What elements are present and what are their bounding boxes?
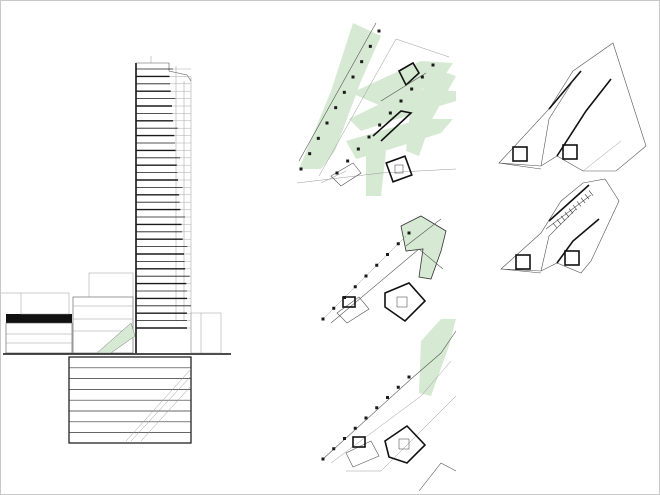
podium-middle: [72, 296, 134, 354]
column-marker: [353, 426, 357, 430]
column-marker: [367, 135, 371, 139]
column-marker: [364, 274, 368, 278]
column-marker: [377, 29, 381, 33]
column-marker: [386, 253, 389, 256]
column-marker: [334, 106, 338, 110]
column-marker: [342, 90, 346, 94]
site-plan-middle: [321, 215, 447, 324]
column-marker: [332, 306, 336, 310]
site-plan-top: [296, 22, 457, 196]
column-marker: [399, 99, 403, 103]
column-marker: [378, 123, 382, 127]
column-marker: [407, 231, 411, 235]
basement: [68, 356, 192, 444]
column-marker: [353, 285, 357, 289]
column-marker: [375, 406, 379, 410]
floor-plan-lower: [500, 178, 620, 274]
column-marker: [308, 152, 312, 156]
column-marker: [356, 147, 360, 151]
column-marker: [386, 396, 389, 399]
podium-right: [190, 312, 222, 354]
column-marker: [420, 75, 424, 79]
column-marker: [316, 136, 320, 140]
column-marker: [335, 171, 339, 175]
column-marker: [343, 437, 346, 440]
column-marker: [375, 263, 379, 267]
tower-section: [1, 56, 231, 444]
column-marker: [410, 87, 414, 91]
site-plan-bottom: [321, 319, 457, 492]
column-marker: [346, 159, 350, 163]
column-marker: [321, 317, 325, 321]
tower-shaft: [135, 56, 192, 353]
column-marker: [325, 121, 329, 125]
floor-plan-upper: [498, 42, 647, 172]
column-marker: [431, 63, 435, 67]
column-marker: [388, 111, 392, 115]
column-marker: [299, 167, 303, 171]
column-marker: [360, 60, 364, 64]
column-marker: [396, 242, 400, 246]
column-marker: [343, 296, 346, 299]
column-marker: [321, 457, 325, 461]
column-marker: [368, 44, 372, 48]
column-marker: [396, 385, 400, 389]
column-marker: [407, 375, 411, 379]
podium-landscape: [96, 322, 136, 354]
podium-left: [6, 314, 72, 323]
column-marker: [364, 416, 368, 420]
column-marker: [351, 75, 355, 79]
column-marker: [332, 447, 336, 451]
tower-floors: [136, 68, 191, 329]
